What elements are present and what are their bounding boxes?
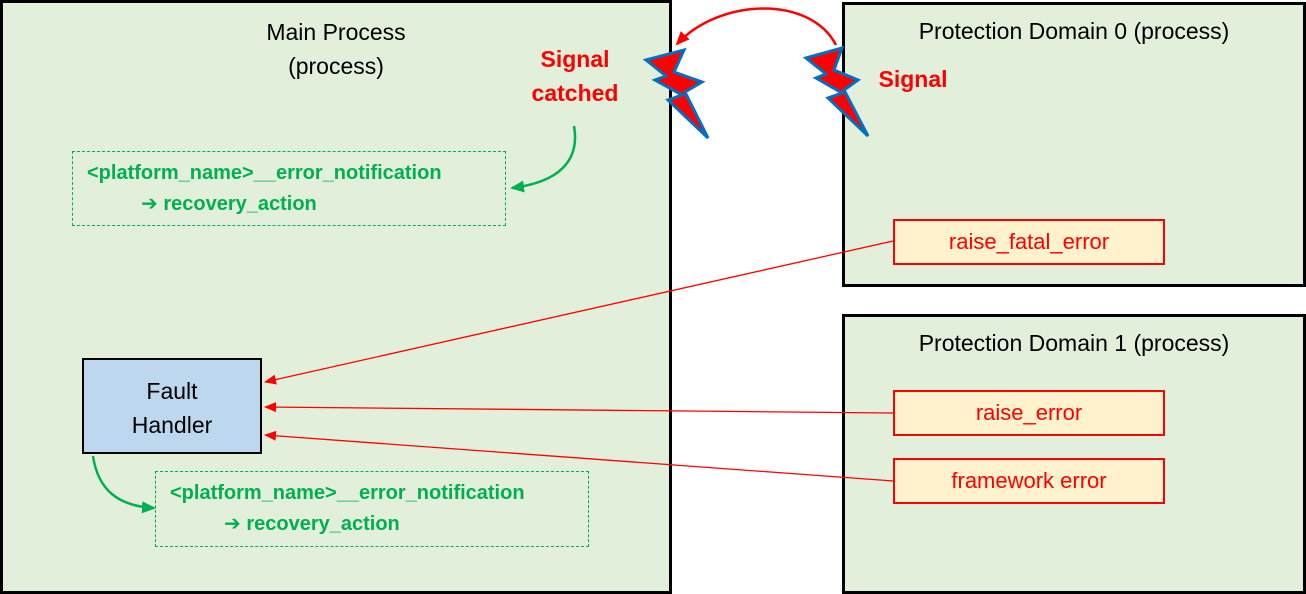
signal-catched-line1: Signal [540, 46, 610, 72]
recovery-action-line: ➔ recovery_action [141, 191, 317, 217]
recovery-action-line: ➔ recovery_action [224, 511, 400, 537]
framework-error-box: framework error [893, 458, 1165, 504]
main-process-title-line1: Main Process [266, 19, 406, 45]
lightning-bolt-icon [642, 47, 710, 140]
recovery-action-label: recovery_action [163, 193, 317, 215]
raise-error-box: raise_error [893, 390, 1165, 436]
fault-to-notification-arrow [91, 455, 156, 514]
protection-domain-1-box: Protection Domain 1 (process) [842, 314, 1306, 594]
lightning-bolt-icon [802, 45, 870, 138]
fault-handler-line2: Handler [131, 412, 213, 438]
fault-handler-box: Fault Handler [82, 358, 262, 454]
protection-domain-1-title: Protection Domain 1 (process) [918, 330, 1230, 356]
recovery-action-label: recovery_action [246, 513, 400, 535]
signal-label: Signal [878, 66, 948, 92]
raise-error-arrow [264, 402, 894, 414]
raise-fatal-error-arrow [264, 240, 894, 385]
error-notification-label: <platform_name>__error_notification [170, 482, 525, 504]
right-arrow-icon: ➔ [141, 193, 158, 215]
error-notification-box-top: <platform_name>__error_notification ➔ re… [72, 151, 506, 226]
signal-catched-label: Signal catched [510, 42, 640, 110]
error-notification-label: <platform_name>__error_notification [87, 162, 442, 184]
main-process-title: Main Process (process) [3, 15, 669, 83]
signal-transfer-arrow [675, 7, 838, 46]
fault-handler-line1: Fault [146, 378, 198, 404]
main-process-title-line2: (process) [288, 53, 384, 79]
framework-error-arrow [264, 430, 894, 482]
signal-catched-line2: catched [531, 80, 619, 106]
protection-domain-0-title: Protection Domain 0 (process) [918, 18, 1230, 44]
error-notification-box-bottom: <platform_name>__error_notification ➔ re… [155, 471, 589, 547]
right-arrow-icon: ➔ [224, 513, 241, 535]
catched-to-notification-arrow [510, 125, 577, 193]
raise-fatal-error-box: raise_fatal_error [893, 219, 1165, 265]
